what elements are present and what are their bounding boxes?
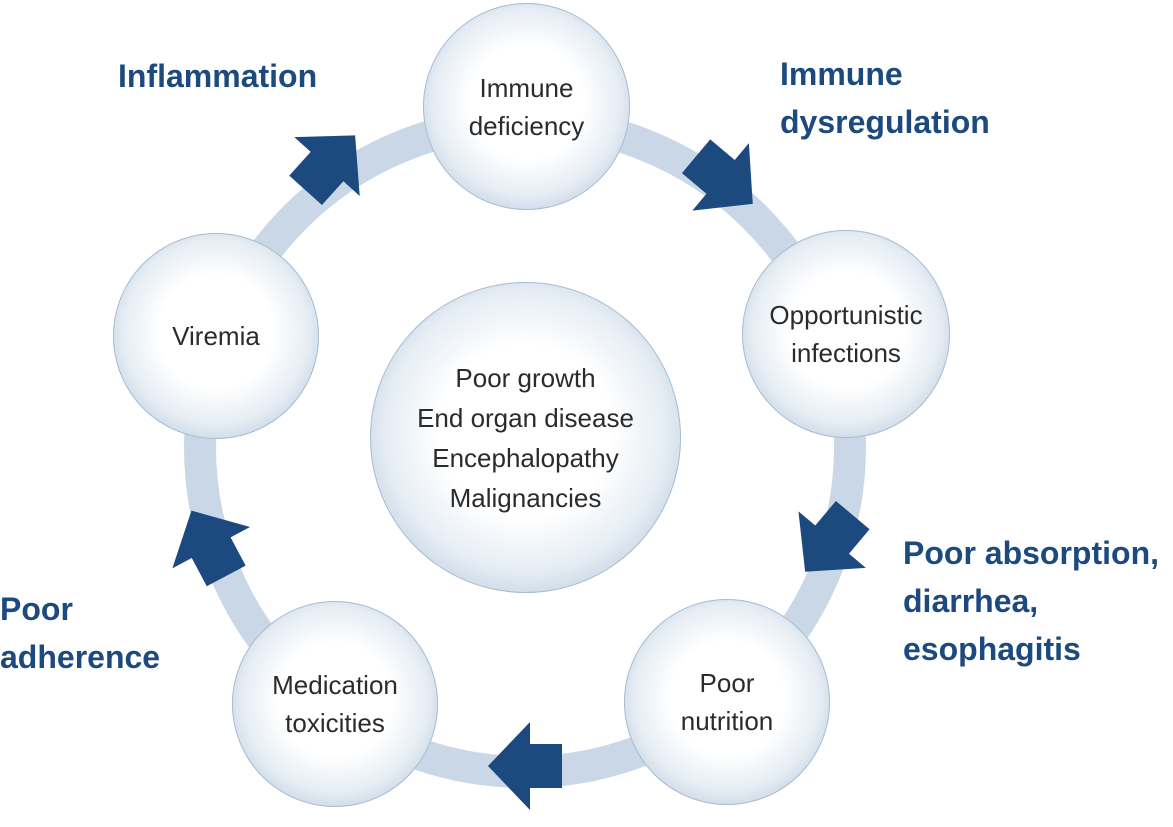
node-viremia: Viremia bbox=[113, 233, 319, 439]
arrow-poor-nutrition-to-medication bbox=[488, 722, 562, 810]
label-poor-adherence: Poor adherence bbox=[0, 591, 161, 675]
node-viremia-label: Viremia bbox=[172, 321, 260, 351]
node-medication-toxicities: Medication toxicities bbox=[232, 601, 438, 807]
node-center-outcomes: Poor growth End organ disease Encephalop… bbox=[370, 282, 681, 593]
label-poor-absorption: Poor absorption, diarrhea, esophagitis bbox=[903, 535, 1159, 667]
node-center-outcomes-label: Poor growth End organ disease Encephalop… bbox=[417, 362, 634, 513]
node-immune-deficiency-label: Immune deficiency bbox=[468, 72, 585, 141]
label-inflammation: Inflammation bbox=[118, 58, 318, 94]
node-poor-nutrition: Poor nutrition bbox=[624, 599, 830, 805]
node-opportunistic-infections: Opportunistic infections bbox=[742, 230, 950, 438]
arrow-opportunistic-to-poor-nutrition bbox=[798, 500, 870, 572]
label-immune-dysregulation: Immune dysregulation bbox=[780, 56, 990, 140]
node-medication-toxicities-label: Medication toxicities bbox=[272, 670, 398, 738]
arrow-immune-deficiency-to-opportunistic bbox=[681, 139, 753, 211]
arrow-medication-to-viremia bbox=[172, 510, 251, 587]
arrow-viremia-to-immune-deficiency bbox=[289, 135, 360, 206]
node-immune-deficiency: Immune deficiency bbox=[423, 3, 630, 210]
node-poor-nutrition-label: Poor nutrition bbox=[680, 668, 774, 736]
node-opportunistic-infections-label: Opportunistic infections bbox=[769, 300, 923, 368]
